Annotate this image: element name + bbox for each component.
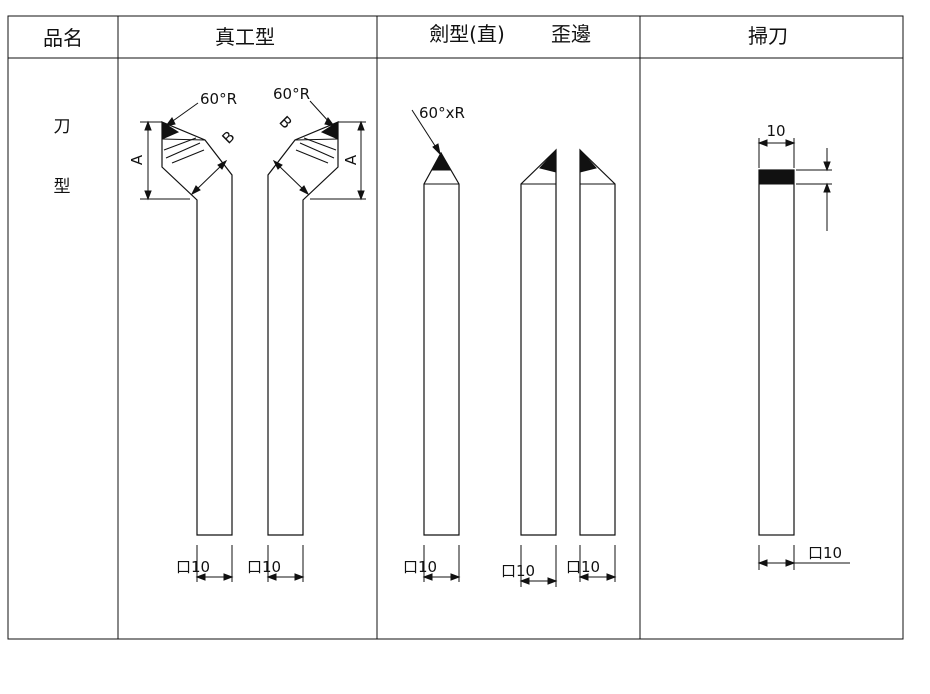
tool-body-offset-left	[520, 148, 557, 536]
broom-width-label: 10	[766, 122, 785, 140]
arrow-head	[223, 573, 234, 581]
header-broom: 掃刀	[748, 24, 788, 48]
straight-right-dim-a: A	[342, 154, 360, 165]
straight-right-angle-label: 60°R	[273, 85, 310, 103]
hatch-line	[295, 149, 329, 164]
tool-tip-insert	[539, 148, 557, 173]
tool-body-left	[161, 121, 233, 536]
hatch-line	[299, 142, 335, 159]
straight-left-angle-label: 60°R	[200, 90, 237, 108]
arrow-head	[519, 577, 530, 585]
offset-tool-right	[578, 148, 617, 582]
arrow-head	[144, 120, 152, 131]
arrow-head	[823, 161, 831, 172]
tool-body-broom	[758, 169, 795, 536]
header-straight: 真工型	[215, 25, 275, 49]
offset-tool-left	[519, 148, 558, 587]
arrow-head	[606, 573, 617, 581]
arrow-head	[757, 139, 768, 147]
row-label-char1: 刀	[54, 117, 71, 137]
straight-tool-right	[266, 100, 366, 582]
arrow-head	[357, 190, 365, 201]
broom-tool	[757, 138, 850, 570]
straight-tool-left	[140, 102, 234, 582]
arrow-head	[432, 143, 441, 156]
tool-tip-insert	[431, 151, 451, 171]
hatch-line	[163, 137, 197, 151]
tool-tip-insert	[579, 148, 597, 173]
arrow-head	[450, 573, 461, 581]
arrow-head	[272, 159, 283, 170]
straight-left-dim-a: A	[128, 154, 146, 165]
straight-left-size: 口10	[176, 558, 210, 576]
arrow-head	[785, 559, 796, 567]
arrow-head	[823, 182, 831, 193]
broom-cutting-edge	[758, 169, 795, 185]
arrow-head	[195, 573, 206, 581]
angle-leader	[169, 102, 199, 124]
angle-leader	[411, 109, 440, 153]
angle-leader	[309, 100, 331, 124]
hatch-line	[303, 137, 337, 151]
arrow-head	[164, 117, 176, 127]
tool-body-offset-right	[579, 148, 616, 536]
straight-right-dim-b: B	[276, 112, 296, 132]
header-name: 品名	[43, 26, 83, 50]
arrow-head	[294, 573, 305, 581]
tip-edge	[294, 138, 339, 141]
arrow-head	[266, 573, 277, 581]
straight-left-dim-b: B	[218, 127, 238, 147]
arrow-head	[785, 139, 796, 147]
arrow-head	[217, 159, 228, 170]
sword-angle-label: 60°xR	[419, 104, 465, 122]
header-sword: 劍型(直)	[429, 22, 505, 46]
arrow-head	[757, 559, 768, 567]
hatch-line	[171, 149, 205, 164]
sword-tool-straight	[411, 109, 461, 582]
arrow-head	[357, 120, 365, 131]
offset-left-size: 口10	[501, 562, 535, 580]
straight-right-size: 口10	[247, 558, 281, 576]
arrow-head	[144, 190, 152, 201]
table-grid	[7, 15, 904, 640]
tip-edge	[161, 138, 206, 141]
broom-size-label: 口10	[808, 544, 842, 562]
hatch-line	[165, 142, 201, 159]
arrow-head	[324, 117, 336, 127]
table-border	[7, 15, 904, 640]
sword-straight-size: 口10	[403, 558, 437, 576]
tool-body-right	[267, 121, 339, 536]
arrow-head	[190, 185, 201, 196]
offset-right-size: 口10	[566, 558, 600, 576]
arrow-head	[578, 573, 589, 581]
header-offset: 歪邊	[551, 22, 591, 46]
row-label-char2: 型	[54, 177, 71, 197]
arrow-head	[299, 185, 310, 196]
arrow-head	[547, 577, 558, 585]
tool-body-sword	[423, 151, 460, 536]
arrow-head	[422, 573, 433, 581]
